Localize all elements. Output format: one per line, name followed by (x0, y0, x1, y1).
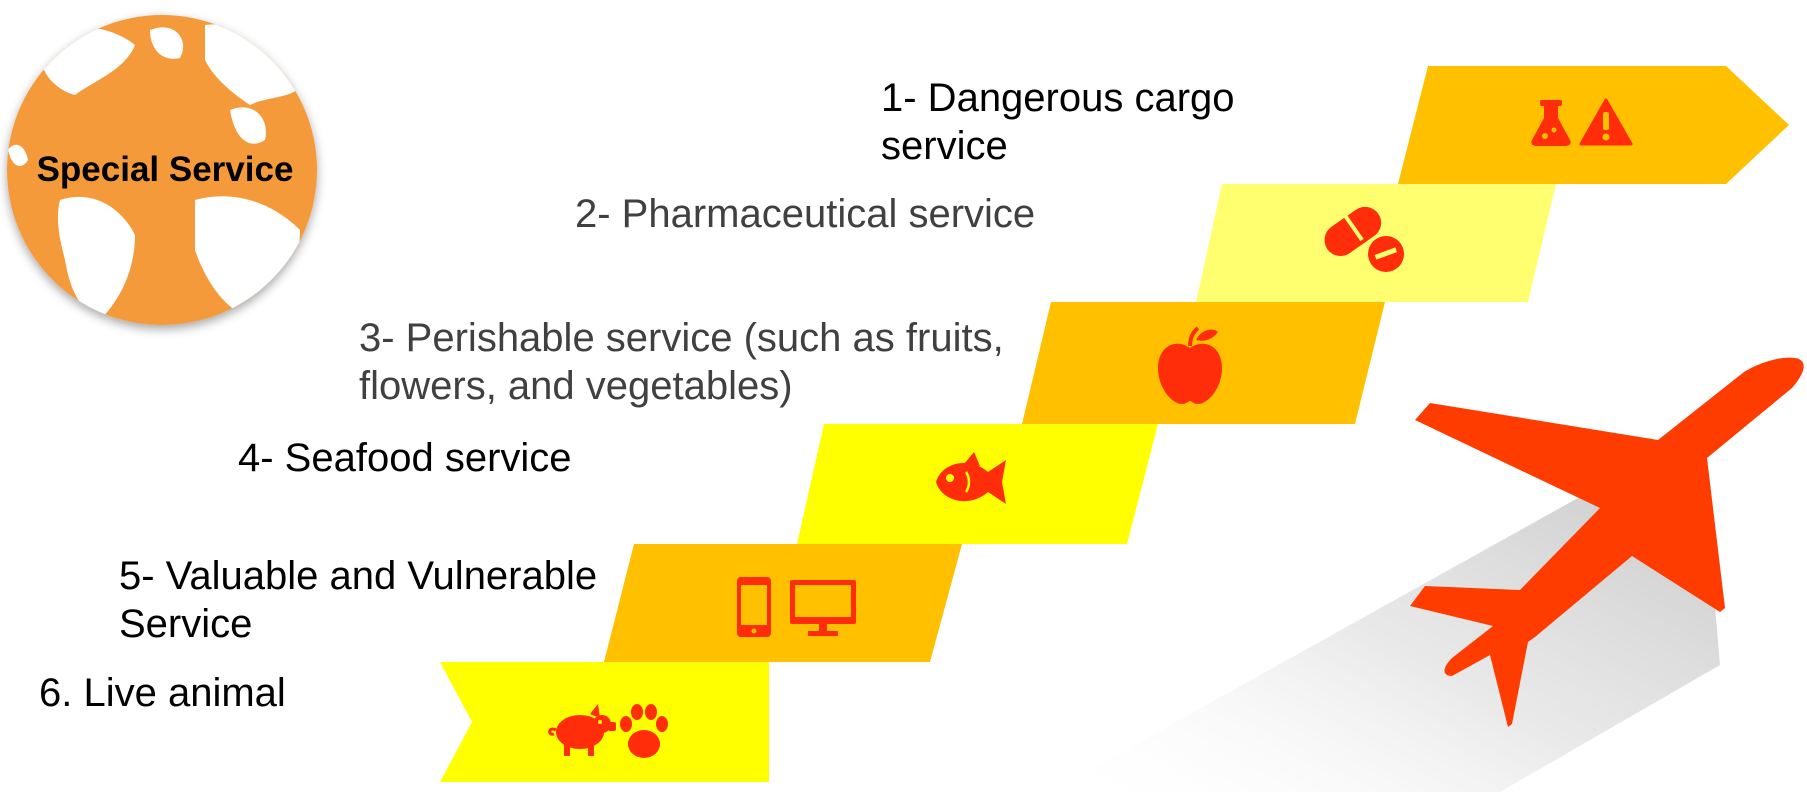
pig-icon (548, 704, 616, 756)
page-title: Special Service (36, 150, 294, 189)
globe-icon (7, 15, 317, 325)
plane-shadow (1050, 430, 1720, 792)
pill-icon (1324, 206, 1404, 272)
service-label-pharmaceutical: 2- Pharmaceutical service (575, 190, 1035, 238)
service-label-perishable: 3- Perishable service (such as fruits, f… (359, 314, 1004, 410)
service-label-line: 6. Live animal (39, 671, 286, 715)
service-label-seafood: 4- Seafood service (238, 434, 572, 482)
service-label-line: Service (119, 602, 253, 646)
service-label-line: 5- Valuable and Vulnerable (119, 554, 598, 598)
flask-icon (1531, 100, 1571, 146)
fish-icon (936, 452, 1006, 504)
paw-icon (620, 704, 668, 758)
warning-icon (1579, 98, 1633, 146)
service-label-line: 2- Pharmaceutical service (575, 192, 1036, 236)
service-label-dangerous: 1- Dangerous cargo service (881, 74, 1235, 170)
service-label-line: 3- Perishable service (such as fruits, (359, 316, 1004, 360)
apple-icon (1158, 326, 1222, 404)
step-band-5 (604, 544, 962, 662)
monitor-icon (790, 580, 856, 636)
service-label-line: 1- Dangerous cargo (881, 76, 1235, 120)
service-label-line: 4- Seafood service (238, 436, 572, 480)
airplane-icon (1410, 357, 1804, 727)
service-label-valuable: 5- Valuable and Vulnerable Service (119, 552, 597, 648)
phone-icon (737, 577, 771, 637)
service-label-line: flowers, and vegetables) (359, 364, 793, 408)
service-label-live-animal: 6. Live animal (39, 669, 286, 717)
service-label-line: service (881, 124, 1008, 168)
